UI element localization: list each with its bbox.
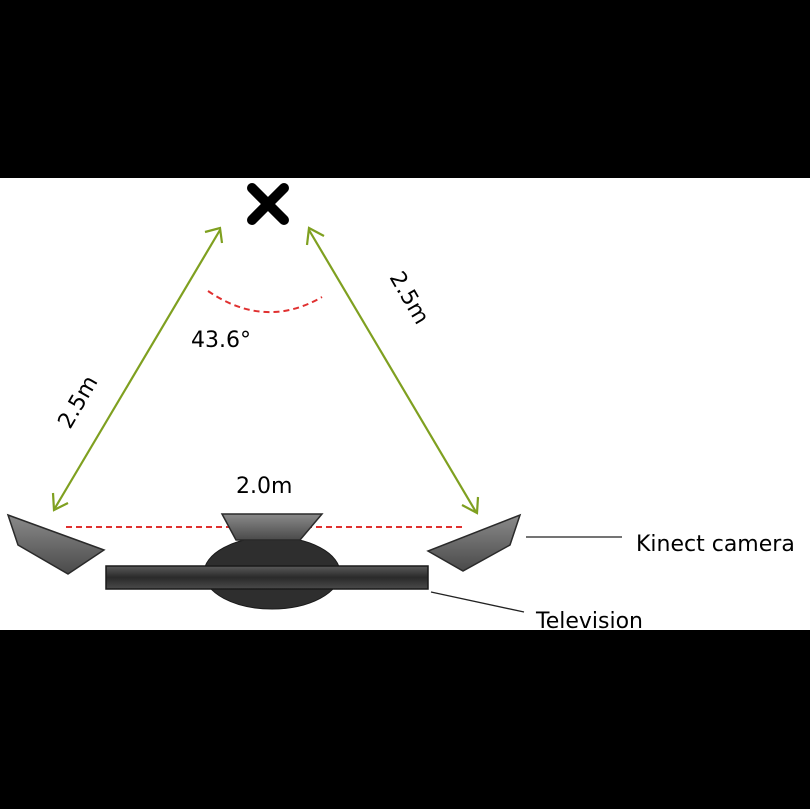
right-distance-arrow <box>305 226 480 515</box>
television-leader-line <box>430 591 525 613</box>
x-mark-icon <box>247 183 289 225</box>
kinect-camera-label: Kinect camera <box>636 532 795 557</box>
diagram-panel <box>0 178 810 630</box>
kinect-camera-center <box>220 513 324 541</box>
baseline-label: 2.0m <box>236 474 292 499</box>
kinect-camera-right <box>426 513 522 572</box>
angle-label: 43.6° <box>191 328 251 353</box>
angle-arc <box>207 290 323 313</box>
left-distance-arrow <box>51 226 224 512</box>
television <box>105 565 429 590</box>
kinect-camera-left <box>6 513 106 575</box>
television-label: Television <box>535 609 643 634</box>
